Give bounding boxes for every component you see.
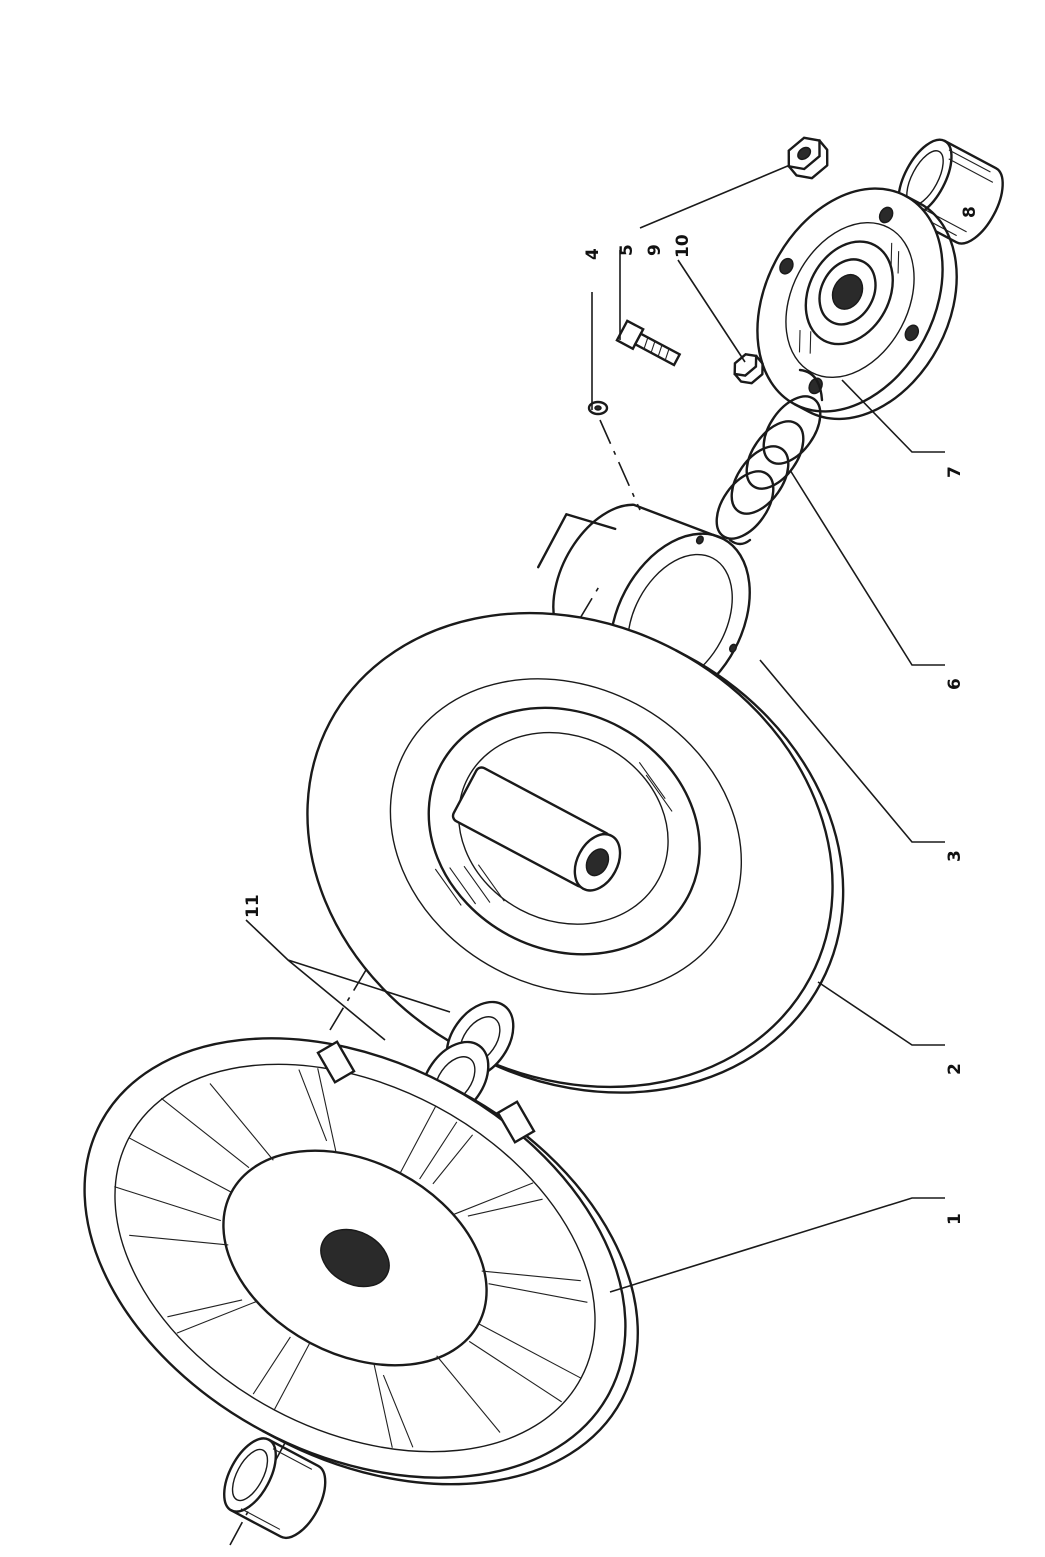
rings-part-11 <box>420 1000 515 1120</box>
bushing-bottom <box>223 1437 327 1540</box>
callout-9: 9 <box>645 244 665 256</box>
callout-10: 10 <box>673 234 693 258</box>
callout-4: 4 <box>583 248 603 260</box>
callout-labels: 1 2 3 4 5 6 7 8 9 10 11 <box>243 206 980 1225</box>
studs-part-1 <box>316 1040 536 1144</box>
nut-part-9 <box>787 136 829 180</box>
leader-lines <box>245 164 945 1293</box>
callout-7: 7 <box>945 466 965 478</box>
nut-part-10 <box>733 353 764 385</box>
callout-8: 8 <box>960 206 980 218</box>
sheave-part-2 <box>306 611 845 1094</box>
washer-part-4 <box>587 400 609 416</box>
callout-2: 2 <box>945 1063 965 1075</box>
spring-part-6 <box>715 368 824 546</box>
end-plate-part-7 <box>756 187 958 421</box>
callout-5: 5 <box>617 244 637 256</box>
callout-6: 6 <box>945 678 965 690</box>
fan-sheave-part-1 <box>83 1037 639 1486</box>
bushing-part-8 <box>897 138 1004 245</box>
callout-11: 11 <box>243 894 263 918</box>
bolt-part-5 <box>615 319 682 367</box>
callout-3: 3 <box>945 850 965 862</box>
callout-1: 1 <box>945 1213 965 1225</box>
